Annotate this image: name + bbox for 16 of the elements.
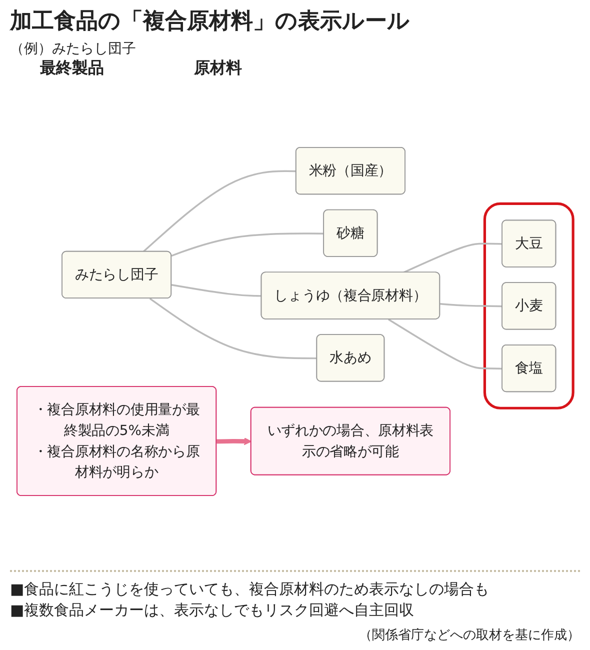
example-label: （例）みたらし団子 <box>10 40 137 58</box>
connector <box>388 318 502 370</box>
connector <box>142 170 296 252</box>
note-text: ■食品に紅こうじを使っていても、複合原材料のため表示なしの場合も <box>10 580 490 599</box>
column-heading: 最終製品 <box>40 58 104 79</box>
source-note: （関係省庁などへの取材を基に作成） <box>358 627 580 644</box>
title: 加工食品の「複合原材料」の表示ルール <box>10 8 411 36</box>
note-text: ■複数食品メーカーは、表示なしでもリスク回避へ自主回収 <box>10 601 416 620</box>
arrow <box>216 438 252 446</box>
connector <box>171 284 262 297</box>
connector <box>403 242 502 274</box>
connector <box>171 232 324 257</box>
column-heading: 原材料 <box>194 58 242 79</box>
connector <box>149 298 318 360</box>
connector <box>440 303 502 308</box>
cluster <box>483 202 574 410</box>
